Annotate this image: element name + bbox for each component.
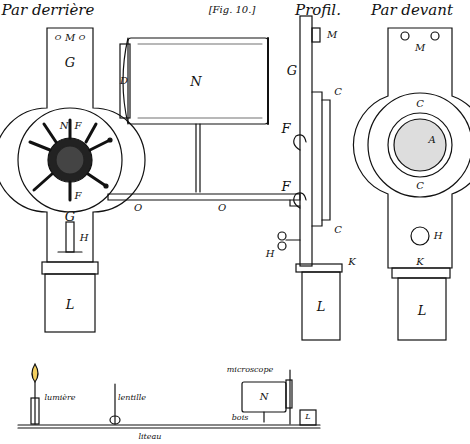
caption-word: microscope <box>227 366 274 374</box>
part-letter: A <box>428 135 435 145</box>
part-letter: C <box>334 225 342 235</box>
part-letter: N <box>190 75 201 88</box>
part-letter: K <box>416 257 423 267</box>
part-letter: F <box>281 180 290 193</box>
caption-word: bois <box>232 414 249 422</box>
view-title: Profil. <box>295 3 341 18</box>
caption-word: lentille <box>118 394 146 402</box>
part-letter: F <box>75 191 82 201</box>
part-letter: N <box>60 121 69 131</box>
part-letter: O <box>79 34 86 42</box>
caption-word: liteau <box>139 433 162 441</box>
part-letter: N <box>260 392 269 402</box>
part-letter: L <box>317 300 326 313</box>
part-letter: G <box>65 210 75 223</box>
part-letter: G <box>287 64 297 77</box>
part-letter: K <box>348 257 355 267</box>
part-letter: H <box>434 231 443 241</box>
part-letter: C <box>416 181 424 191</box>
view-title: Par derrière <box>2 3 95 18</box>
part-letter: M <box>327 30 337 40</box>
part-letter: L <box>305 413 310 421</box>
part-letter: O <box>55 34 62 42</box>
caption-word: lumière <box>44 394 75 402</box>
part-letter: H <box>266 249 275 259</box>
part-letter: L <box>66 298 75 311</box>
part-letter: F <box>75 121 82 131</box>
part-letter: O <box>134 203 142 213</box>
part-letter: G <box>65 56 75 69</box>
part-letter: M <box>65 33 75 43</box>
view-title: Par devant <box>371 3 453 18</box>
part-letter: C <box>334 87 342 97</box>
part-letter: M <box>415 43 425 53</box>
part-letter: F <box>281 122 290 135</box>
part-letter: H <box>80 233 89 243</box>
part-letter: O <box>218 203 226 213</box>
part-letter: L <box>418 304 427 317</box>
part-letter: C <box>416 99 424 109</box>
part-letter: D <box>120 76 128 86</box>
figure-title: [Fig. 10.] <box>209 5 256 15</box>
